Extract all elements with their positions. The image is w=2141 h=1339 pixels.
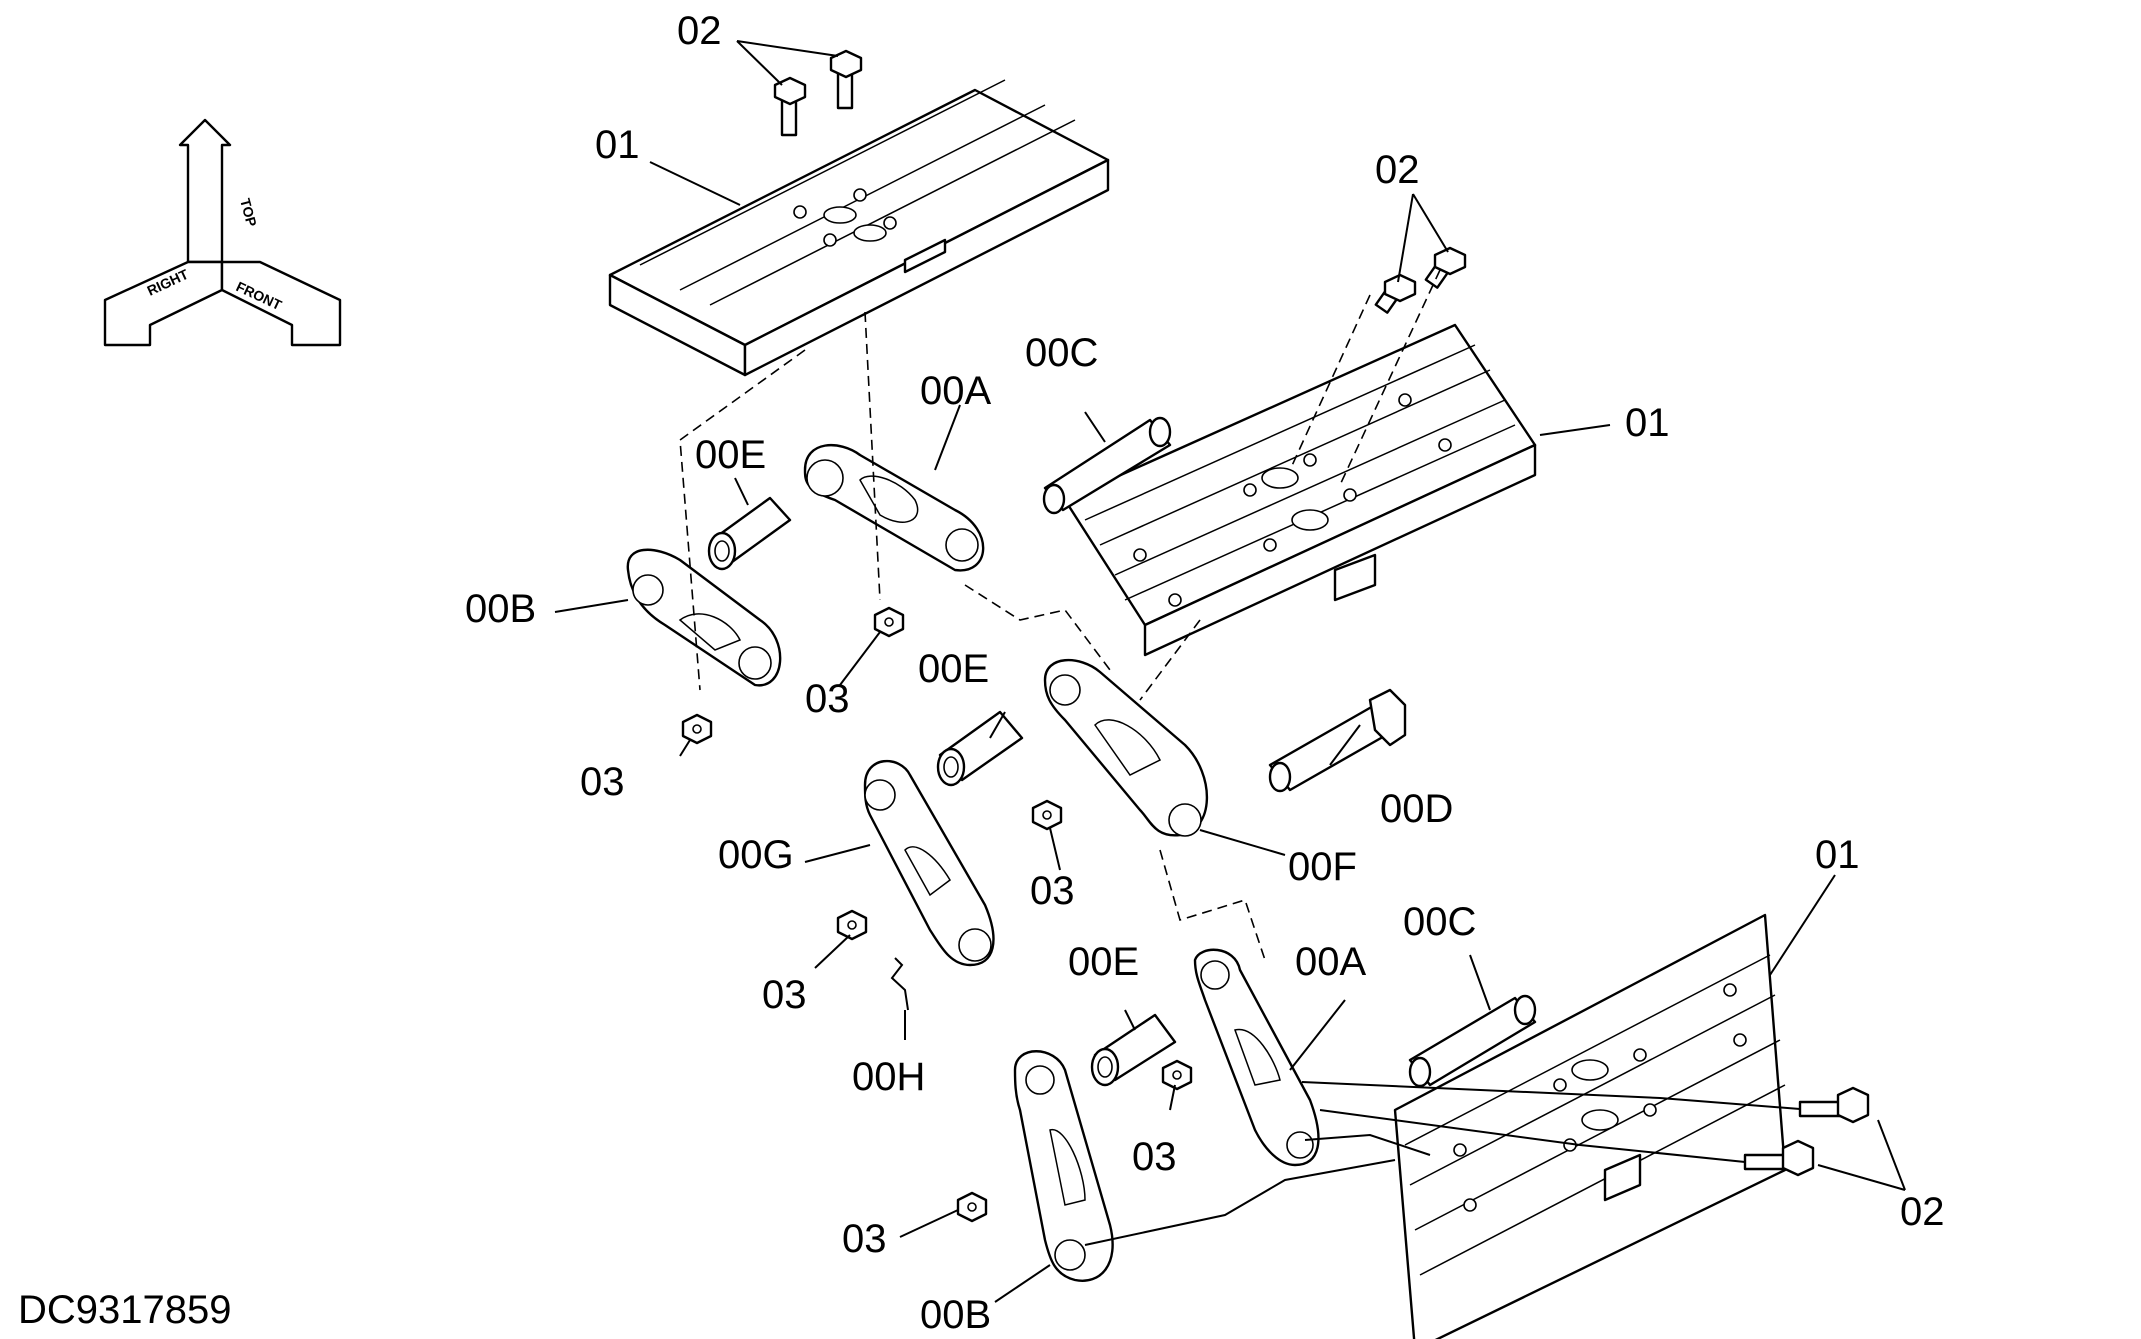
callout-03-b: 03 (805, 677, 850, 721)
nut-03-a (681, 713, 713, 745)
callout-02-bottom: 02 (1900, 1190, 1945, 1234)
link-00A-bottom (1193, 948, 1320, 1167)
track-shoe-bottom (1393, 913, 1787, 1339)
nut-03-c (1031, 799, 1063, 831)
track-shoe-top (608, 79, 1110, 377)
nut-03-e (1161, 1059, 1193, 1091)
bushing-00E-bottom (1090, 1013, 1177, 1087)
callout-03-d: 03 (762, 973, 807, 1017)
bushing-00E-middle (936, 710, 1024, 787)
callout-00B-top: 00B (465, 587, 536, 631)
track-shoe-middle (1063, 323, 1537, 657)
callout-00C-bottom: 00C (1403, 900, 1476, 944)
callout-00B-bottom: 00B (920, 1293, 991, 1337)
callout-00A-top: 00A (920, 369, 991, 413)
nut-03-d (836, 909, 868, 941)
bolt-02-top-2 (829, 49, 863, 110)
bolt-02-middle-2 (1424, 246, 1467, 289)
callout-03-f: 03 (842, 1217, 887, 1261)
callout-01-bottom: 01 (1815, 833, 1860, 877)
link-00A-top (803, 443, 985, 572)
nut-03-f (956, 1191, 988, 1223)
nut-03-b (873, 606, 905, 638)
link-00B-top (626, 548, 782, 687)
bushing-00E-top (707, 496, 792, 571)
callout-00E-top: 00E (695, 433, 766, 477)
callout-00E-bottom: 00E (1068, 940, 1139, 984)
callout-01-middle: 01 (1625, 401, 1670, 445)
callout-03-a: 03 (580, 760, 625, 804)
link-00G (863, 760, 995, 967)
pin-00C-top (1042, 416, 1172, 515)
callout-00A-bottom: 00A (1295, 940, 1366, 984)
callout-03-e: 03 (1132, 1135, 1177, 1179)
callout-00D: 00D (1380, 787, 1453, 831)
link-00F (1043, 659, 1209, 837)
bolt-02-bottom-1 (1798, 1086, 1870, 1124)
assembly-lines (679, 269, 1801, 1246)
callout-02-middle: 02 (1375, 148, 1420, 192)
pin-00D (1268, 688, 1407, 793)
link-00B-bottom (1013, 1050, 1114, 1282)
callout-00H: 00H (852, 1055, 925, 1099)
callout-00F: 00F (1288, 845, 1357, 889)
callout-labels: 02 01 02 01 00C 00A 00E 00B 03 03 00E 00… (465, 9, 1945, 1337)
callout-00C-top: 00C (1025, 331, 1098, 375)
callout-00E-middle: 00E (918, 647, 989, 691)
callout-01-top: 01 (595, 123, 640, 167)
clip-00H (890, 957, 909, 1011)
leader-lines (554, 40, 1906, 1303)
bolt-02-top-1 (773, 76, 807, 137)
callout-03-c: 03 (1030, 869, 1075, 913)
orientation-symbol: TOP RIGHT FRONT (103, 118, 342, 347)
callout-00G: 00G (718, 833, 794, 877)
callout-02-top: 02 (677, 9, 722, 53)
pin-00C-bottom (1408, 994, 1537, 1088)
orientation-top-label: TOP (237, 197, 260, 229)
drawing-id: DC9317859 (18, 1288, 232, 1332)
bolt-02-middle-1 (1374, 273, 1417, 314)
